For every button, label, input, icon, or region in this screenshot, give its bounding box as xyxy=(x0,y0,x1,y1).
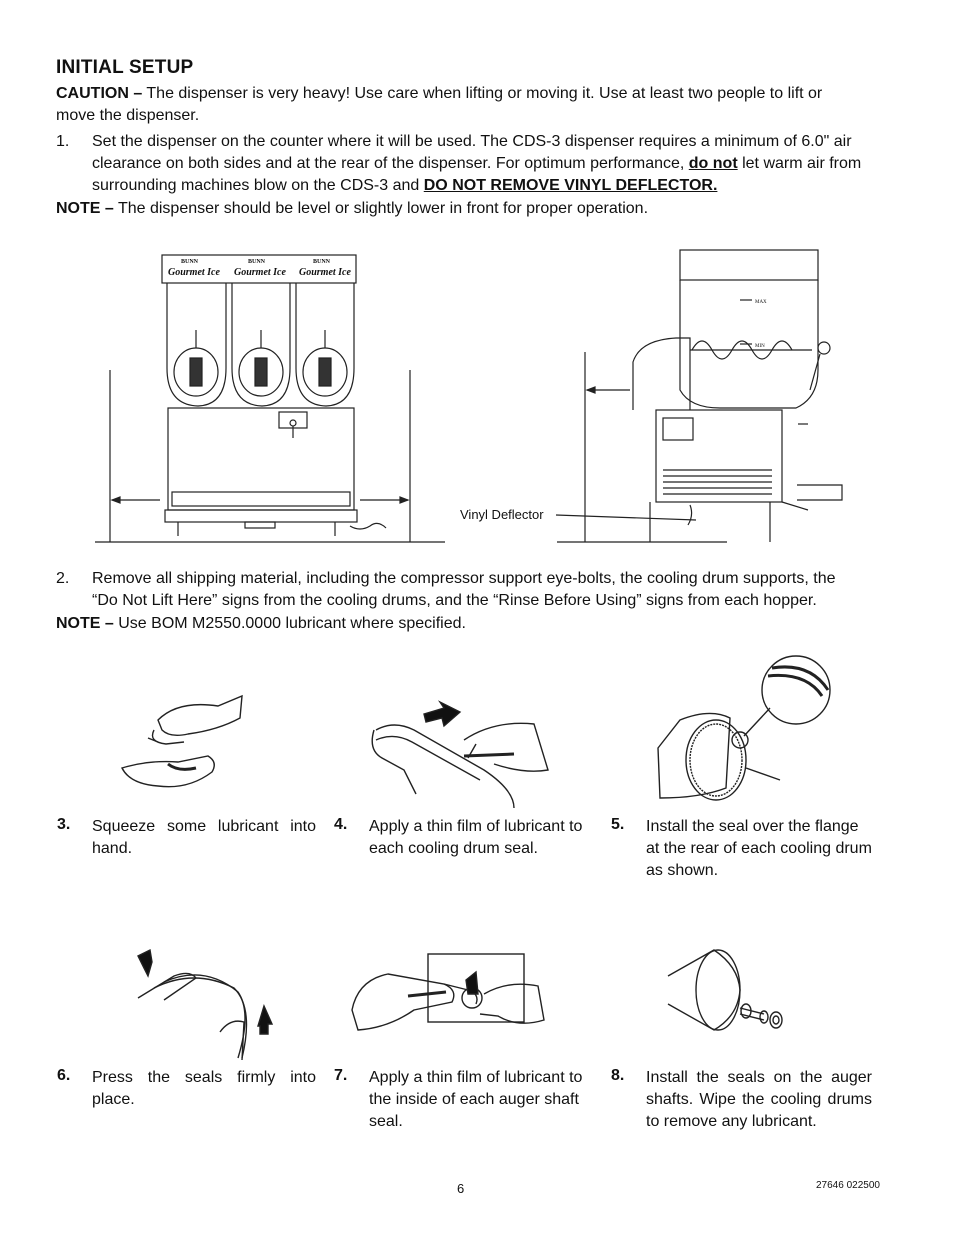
step-2-line2: “Do Not Lift Here” signs from the coolin… xyxy=(92,592,817,609)
step-6-text: Press the seals firmly into place. xyxy=(92,1069,316,1108)
note-2: NOTE – Use BOM M2550.0000 lubricant wher… xyxy=(56,613,886,635)
dispenser-clearance-figure: BUNN BUNN BUNN Gourmet Ice Gourmet Ice G… xyxy=(95,249,843,543)
step-8-text: Install the seals on the auger shafts. W… xyxy=(646,1069,872,1130)
step-7-number: 7. xyxy=(334,1067,348,1084)
step-5-number: 5. xyxy=(611,816,625,833)
do-not-emphasis: do not xyxy=(688,155,738,172)
lubricate-drum-seal-illustration xyxy=(371,700,549,809)
install-seal-flange-illustration xyxy=(657,655,831,801)
step-7-text: Apply a thin film of lubricant to the in… xyxy=(369,1069,583,1130)
step-1-line2a: clearance on both sides and at the rear … xyxy=(92,155,689,172)
product-text: Gourmet Ice xyxy=(299,267,352,278)
step-1-line2b: let warm air from xyxy=(737,155,862,172)
caution-text-cont: move the dispenser. xyxy=(56,107,200,124)
step-1-line1: Set the dispenser on the counter where i… xyxy=(92,133,852,150)
note-2-label: NOTE – xyxy=(56,615,114,632)
note-2-text: Use BOM M2550.0000 lubricant where speci… xyxy=(113,615,466,632)
brand-text: BUNN xyxy=(313,259,331,265)
page-number: 6 xyxy=(457,1181,465,1196)
step-3-number: 3. xyxy=(57,816,71,833)
step-4-number: 4. xyxy=(334,816,348,833)
step-1: 1. Set the dispenser on the counter wher… xyxy=(56,131,886,201)
max-mark: MAX xyxy=(755,300,767,305)
step-3-text: Squeeze some lubricant into hand. xyxy=(92,818,316,857)
caution-text: The dispenser is very heavy! Use care wh… xyxy=(142,85,823,102)
press-seals-illustration xyxy=(137,948,274,1061)
step-5-text: Install the seal over the flange at the … xyxy=(646,818,872,879)
brand-text: BUNN xyxy=(181,259,199,265)
note-1-text: The dispenser should be level or slightl… xyxy=(113,200,649,217)
product-text: Gourmet Ice xyxy=(168,267,221,278)
note-1-label: NOTE – xyxy=(56,200,114,217)
caution-paragraph: CAUTION – The dispenser is very heavy! U… xyxy=(56,83,886,127)
squeeze-lubricant-illustration xyxy=(121,694,243,788)
caution-label: CAUTION – xyxy=(56,85,143,102)
brand-text: BUNN xyxy=(248,259,266,265)
step-2-line1: Remove all shipping material, including … xyxy=(92,570,836,587)
step-4-text: Apply a thin film of lubricant to each c… xyxy=(369,818,583,857)
min-mark: MIN xyxy=(755,344,765,349)
document-code: 27646 022500 xyxy=(816,1180,880,1191)
step-8-number: 8. xyxy=(611,1067,625,1084)
step-6-number: 6. xyxy=(57,1067,71,1084)
step-1-line3a: surrounding machines blow on the CDS-3 a… xyxy=(92,177,424,194)
note-1: NOTE – The dispenser should be level or … xyxy=(56,198,886,220)
step-2-number: 2. xyxy=(56,570,70,587)
product-text: Gourmet Ice xyxy=(234,267,287,278)
step-2: 2. Remove all shipping material, includi… xyxy=(56,568,896,616)
lubricate-auger-seal-illustration xyxy=(351,953,545,1031)
install-auger-seals-illustration xyxy=(667,949,783,1031)
vinyl-deflector-label: Vinyl Deflector xyxy=(460,507,544,522)
step-1-number: 1. xyxy=(56,133,70,150)
page-title: INITIAL SETUP xyxy=(56,57,194,78)
vinyl-warning: DO NOT REMOVE VINYL DEFLECTOR. xyxy=(423,177,718,194)
